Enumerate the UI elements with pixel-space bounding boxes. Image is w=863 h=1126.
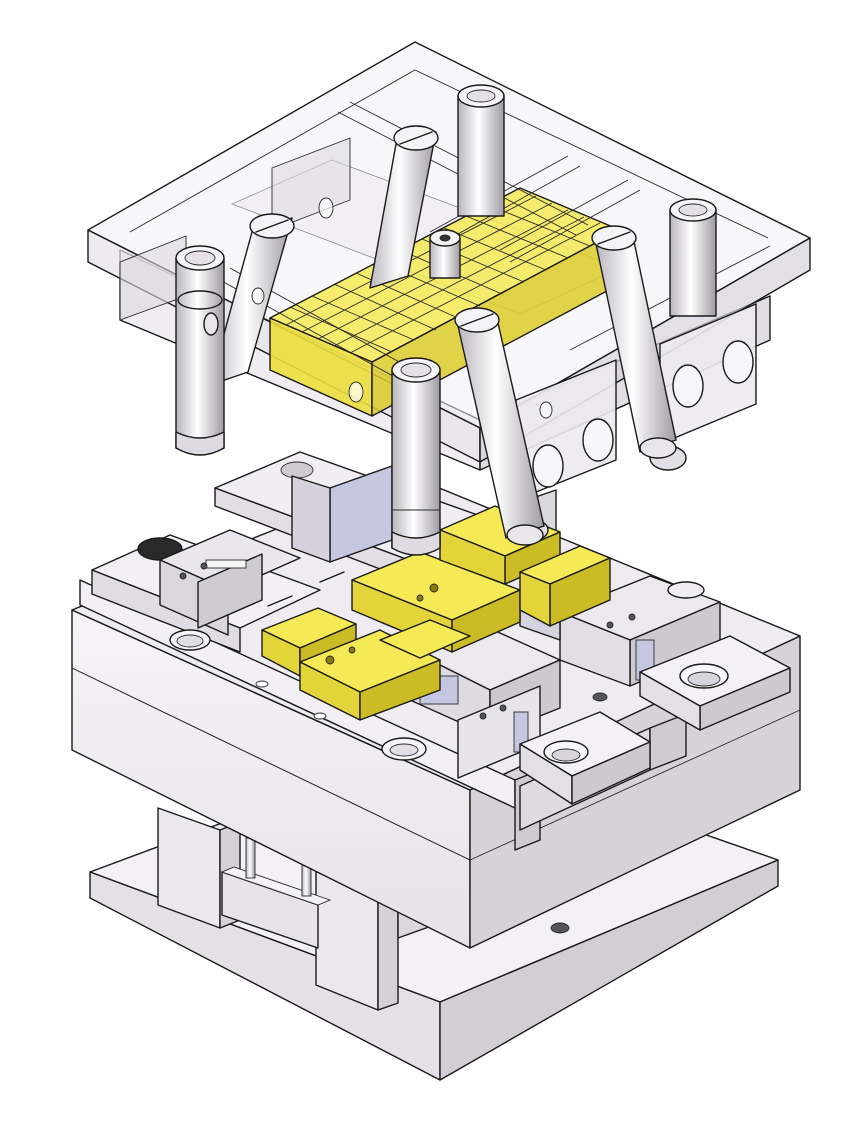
angle-pins — [209, 125, 677, 546]
a-plate-fasteners — [251, 197, 553, 419]
yellow-core-inserts — [261, 505, 611, 721]
guide-pins — [175, 84, 717, 556]
core-plate-top — [91, 451, 791, 805]
